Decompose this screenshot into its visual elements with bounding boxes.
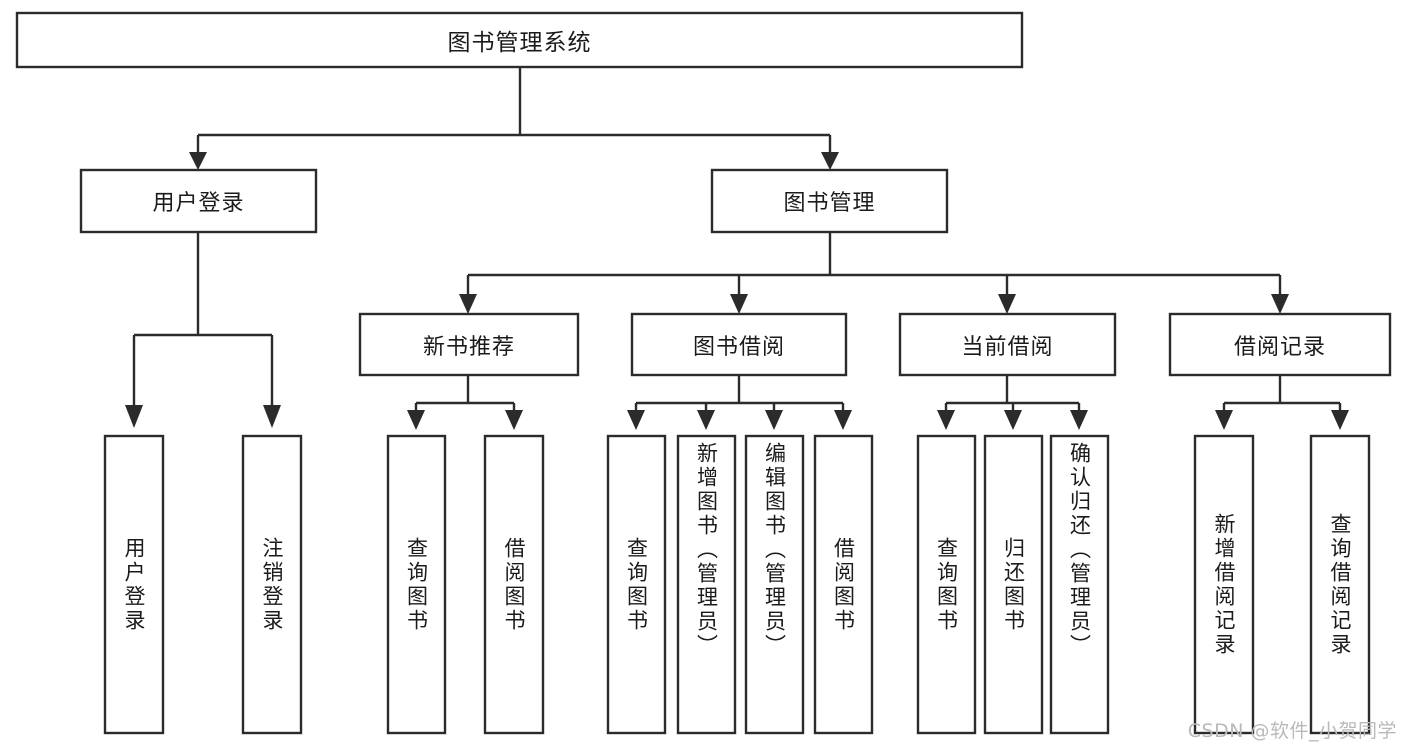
node-box-leaf-add-book[interactable] [676, 434, 737, 735]
node-box-leaf-return-book[interactable] [983, 434, 1044, 735]
connector-group-borrow-record-to-leaves [1215, 375, 1349, 430]
connector-group-book-borrow-to-leaves [627, 375, 852, 430]
node-box-leaf-borrow-book-2[interactable] [813, 434, 874, 735]
arrow-head-current-borrow [998, 294, 1016, 314]
csdn-watermark: CSDN @软件_小贺同学 [1187, 720, 1397, 742]
node-box-leaf-user-login[interactable] [103, 434, 165, 735]
arrow-head-leaf-add-book [697, 410, 715, 430]
node-box-user-login[interactable] [79, 168, 318, 234]
arrow-head-user-login [189, 152, 207, 170]
arrow-head-leaf-query-book-3 [937, 410, 955, 430]
arrow-head-new-book-recommend [459, 294, 477, 314]
connector-group-root-to-level1 [189, 68, 839, 170]
node-box-new-book-recommend[interactable] [358, 312, 580, 377]
node-box-leaf-query-book-2[interactable] [606, 434, 667, 735]
arrow-head-leaf-borrow-book-1 [505, 410, 523, 430]
arrow-head-book-borrow [730, 294, 748, 314]
node-box-leaf-query-book-1[interactable] [386, 434, 447, 735]
node-box-leaf-edit-book[interactable] [744, 434, 805, 735]
connector-group-user-login-to-leaves [125, 232, 281, 428]
node-box-leaf-add-record[interactable] [1193, 434, 1255, 735]
arrow-head-leaf-logout [263, 405, 281, 428]
arrow-head-leaf-confirm-return [1070, 410, 1088, 430]
arrow-head-leaf-query-record [1331, 410, 1349, 430]
connector-group-current-borrow-to-leaves [937, 375, 1088, 430]
node-box-leaf-logout[interactable] [241, 434, 303, 735]
connector-group-new-book-to-leaves [407, 375, 523, 430]
arrow-head-leaf-edit-book [765, 410, 783, 430]
arrow-head-leaf-query-book-2 [627, 410, 645, 430]
arrow-head-borrow-record [1271, 294, 1289, 314]
node-box-leaf-borrow-book-1[interactable] [483, 434, 545, 735]
connector-group-book-mgmt-to-level2 [459, 232, 1289, 314]
node-box-borrow-record[interactable] [1168, 312, 1392, 377]
arrow-head-leaf-borrow-book-2 [834, 410, 852, 430]
node-box-book-borrow[interactable] [630, 312, 848, 377]
arrow-head-leaf-return-book [1004, 410, 1022, 430]
node-box-book-management[interactable] [710, 168, 949, 234]
node-box-current-borrow[interactable] [898, 312, 1117, 377]
node-box-root[interactable] [15, 11, 1024, 69]
node-box-leaf-query-book-3[interactable] [916, 434, 977, 735]
arrow-head-book-mgmt [821, 152, 839, 170]
node-box-leaf-query-record[interactable] [1309, 434, 1371, 735]
arrow-head-leaf-query-book-1 [407, 410, 425, 430]
arrow-head-leaf-add-record [1215, 410, 1233, 430]
arrow-head-leaf-user-login [125, 405, 143, 428]
node-box-leaf-confirm-return[interactable] [1049, 434, 1110, 735]
